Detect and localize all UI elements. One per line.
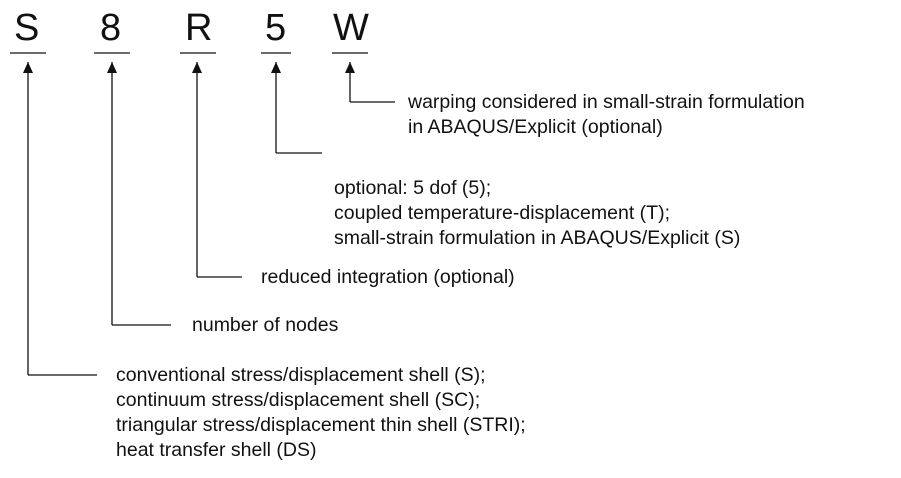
shell-line-2: continuum stress/displacement shell (SC)…: [116, 389, 481, 411]
code-letter-5: 5: [265, 7, 287, 49]
nodes-description: number of nodes: [192, 313, 338, 338]
code-letter-8: 8: [100, 7, 122, 49]
warping-description: warping considered in small-strain formu…: [408, 90, 805, 140]
nodes-line-1: number of nodes: [192, 314, 339, 336]
reduced-description: reduced integration (optional): [261, 265, 515, 290]
warping-line-1: warping considered in small-strain formu…: [408, 91, 805, 113]
shell-line-4: heat transfer shell (DS): [116, 439, 317, 461]
dof-line-2: coupled temperature-displacement (T);: [334, 202, 670, 224]
code-letter-r: R: [185, 7, 213, 49]
dof-line-1: optional: 5 dof (5);: [334, 177, 492, 199]
shell-description: conventional stress/displacement shell (…: [116, 363, 526, 463]
reduced-line-1: reduced integration (optional): [261, 266, 515, 288]
code-letter-w: W: [333, 7, 369, 49]
dof-line-3: small-strain formulation in ABAQUS/Expli…: [334, 227, 741, 249]
dof-description: optional: 5 dof (5); coupled temperature…: [334, 176, 740, 251]
shell-line-1: conventional stress/displacement shell (…: [116, 364, 486, 386]
code-letter-s: S: [14, 7, 40, 49]
warping-line-2: in ABAQUS/Explicit (optional): [408, 116, 663, 138]
shell-line-3: triangular stress/displacement thin shel…: [116, 414, 526, 436]
